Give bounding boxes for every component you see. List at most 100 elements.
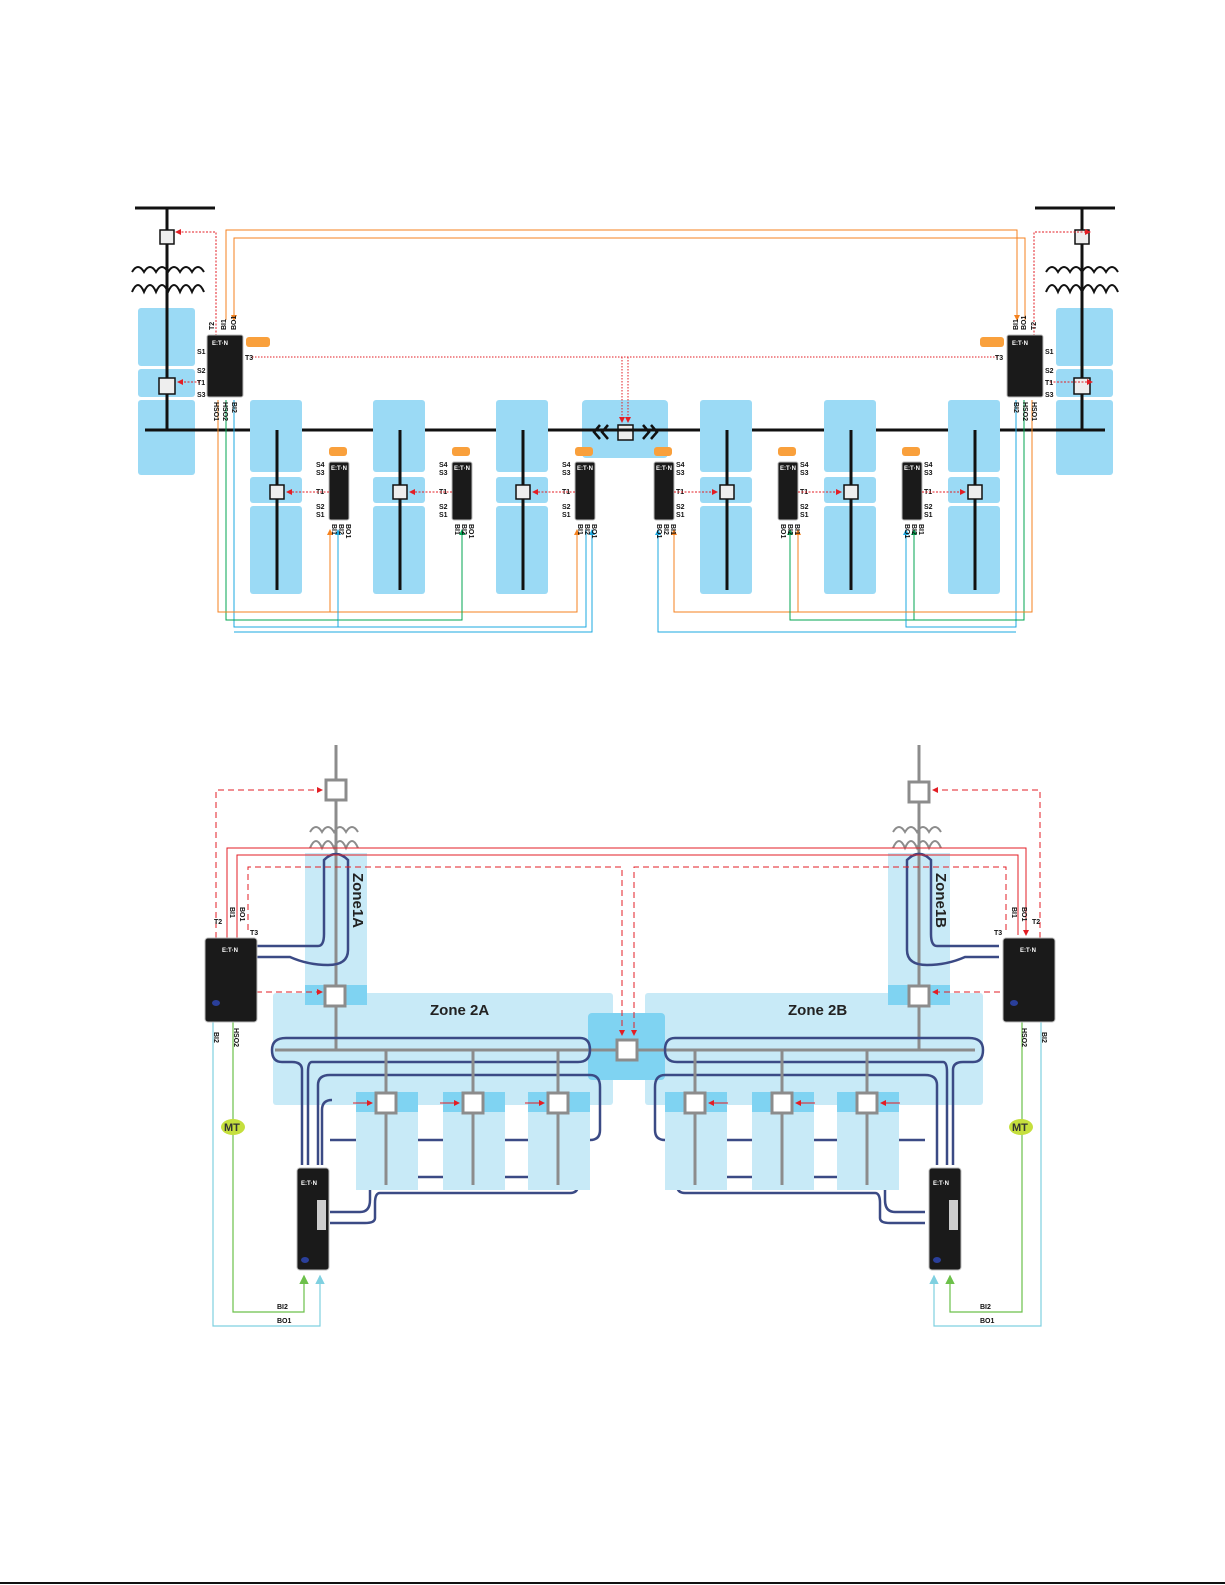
port-label: BO1: [655, 524, 662, 539]
svg-text:MT: MT: [224, 1122, 240, 1134]
port-label: BI2: [583, 524, 590, 535]
svg-text:E:T·N: E:T·N: [301, 1181, 317, 1187]
bottom-zone-diagram: Zone1A Zone1B Zone 2A Zone 2B: [204, 745, 1056, 1327]
status-badge: [452, 447, 470, 456]
port-label: BI2: [910, 524, 917, 535]
svg-text:BO1: BO1: [980, 1318, 995, 1325]
port-label: S2: [800, 504, 809, 511]
port-label: S1: [439, 512, 448, 519]
port-label: BO1: [903, 524, 910, 539]
port-label: BO1: [779, 524, 786, 539]
port-label: HSO1: [212, 402, 219, 421]
feeder-breaker: [515, 484, 531, 500]
svg-text:T3: T3: [250, 930, 258, 937]
bottom-feeder-2: [440, 1050, 505, 1190]
port-label: S1: [316, 512, 325, 519]
bottom-right-feeder-relay[interactable]: E:T·N BI2 BO1: [928, 1167, 995, 1325]
svg-text:BI2: BI2: [212, 1032, 219, 1043]
left-main-relay[interactable]: E:T·N T2 BI1 BO1 S1 S2 T1 S3 T3 HSO1 HSO…: [197, 316, 270, 422]
port-label: S2: [924, 504, 933, 511]
bottom-feeder-6: [837, 1050, 900, 1190]
port-label: BI2: [662, 524, 669, 535]
relay-body: [574, 461, 596, 521]
port-label: S2: [676, 504, 685, 511]
port-label: S3: [676, 470, 685, 477]
svg-text:E:T·N: E:T·N: [212, 341, 228, 347]
port-label: S4: [562, 462, 571, 469]
zone-2b-label: Zone 2B: [788, 1002, 847, 1019]
feeder-breaker: [546, 1091, 570, 1115]
relay-body: [328, 461, 350, 521]
port-label: S3: [562, 470, 571, 477]
port-label: BI1: [917, 524, 924, 535]
relay-brand: E:T·N: [656, 466, 672, 472]
status-badge: [246, 337, 270, 347]
relay-brand: E:T·N: [577, 466, 593, 472]
port-label: S4: [439, 462, 448, 469]
bottom-feeder-5: [752, 1050, 815, 1190]
port-label: S1: [676, 512, 685, 519]
relay-body: [901, 461, 923, 521]
port-label: T1: [800, 489, 808, 496]
port-label: BI1: [793, 524, 800, 535]
relay-brand: E:T·N: [454, 466, 470, 472]
svg-text:BI2: BI2: [277, 1304, 288, 1311]
port-label: T3: [245, 355, 253, 362]
feeder-breaker: [392, 484, 408, 500]
bottom-feeder-1: [353, 1050, 418, 1190]
port-label: S4: [676, 462, 685, 469]
top-control-wiring: [175, 229, 1093, 633]
port-label: T1: [1045, 380, 1053, 387]
svg-text:MT: MT: [1012, 1122, 1028, 1134]
status-badge: [980, 337, 1004, 347]
bottom-left-main-relay[interactable]: E:T·N T2 BI1 BO1 T3 HSO2 BI2: [204, 907, 258, 1047]
right-main-relay[interactable]: E:T·N BI1 BO1 T2 S1 S2 T1 S3 T3 BI2 HSO2…: [980, 316, 1054, 422]
port-label: S2: [316, 504, 325, 511]
status-badge: [575, 447, 593, 456]
relay-brand: E:T·N: [780, 466, 796, 472]
bottom-right-main-relay[interactable]: E:T·N T2 BI1 BO1 T3 HSO2 BI2: [994, 907, 1056, 1047]
port-label: BI1: [1013, 319, 1020, 330]
zone-areas: [273, 853, 983, 1105]
port-label: BI1: [453, 524, 460, 535]
status-badge: [329, 447, 347, 456]
bottom-io-wiring: [212, 1022, 1042, 1327]
port-label: S2: [1045, 368, 1054, 375]
port-label: BI2: [460, 524, 467, 535]
bottom-feeders: [353, 1050, 900, 1190]
status-badge: [654, 447, 672, 456]
zone-1b-label: Zone1B: [932, 873, 949, 928]
svg-text:E:T·N: E:T·N: [1012, 341, 1028, 347]
port-label: S2: [439, 504, 448, 511]
svg-text:BO1: BO1: [238, 907, 245, 922]
port-label: BO1: [1021, 316, 1028, 331]
svg-text:T2: T2: [214, 919, 222, 926]
bottom-left-feeder-relay[interactable]: E:T·N BI2 BO1: [277, 1167, 330, 1325]
port-label: BI1: [330, 524, 337, 535]
feeder-breaker: [967, 484, 983, 500]
svg-text:BO1: BO1: [1020, 907, 1027, 922]
relay-brand: E:T·N: [331, 466, 347, 472]
port-label: S3: [924, 470, 933, 477]
port-label: BI2: [337, 524, 344, 535]
port-label: HSO1: [1030, 402, 1037, 421]
feeder-breaker: [770, 1091, 794, 1115]
feeder-breaker: [855, 1091, 879, 1115]
port-label: BO1: [467, 524, 474, 539]
port-label: BI1: [576, 524, 583, 535]
feeder-breaker: [269, 484, 285, 500]
port-label: S3: [197, 392, 206, 399]
port-label: BI2: [786, 524, 793, 535]
bottom-breakers: [323, 778, 931, 1062]
tie-breaker-arrows: [592, 424, 659, 440]
